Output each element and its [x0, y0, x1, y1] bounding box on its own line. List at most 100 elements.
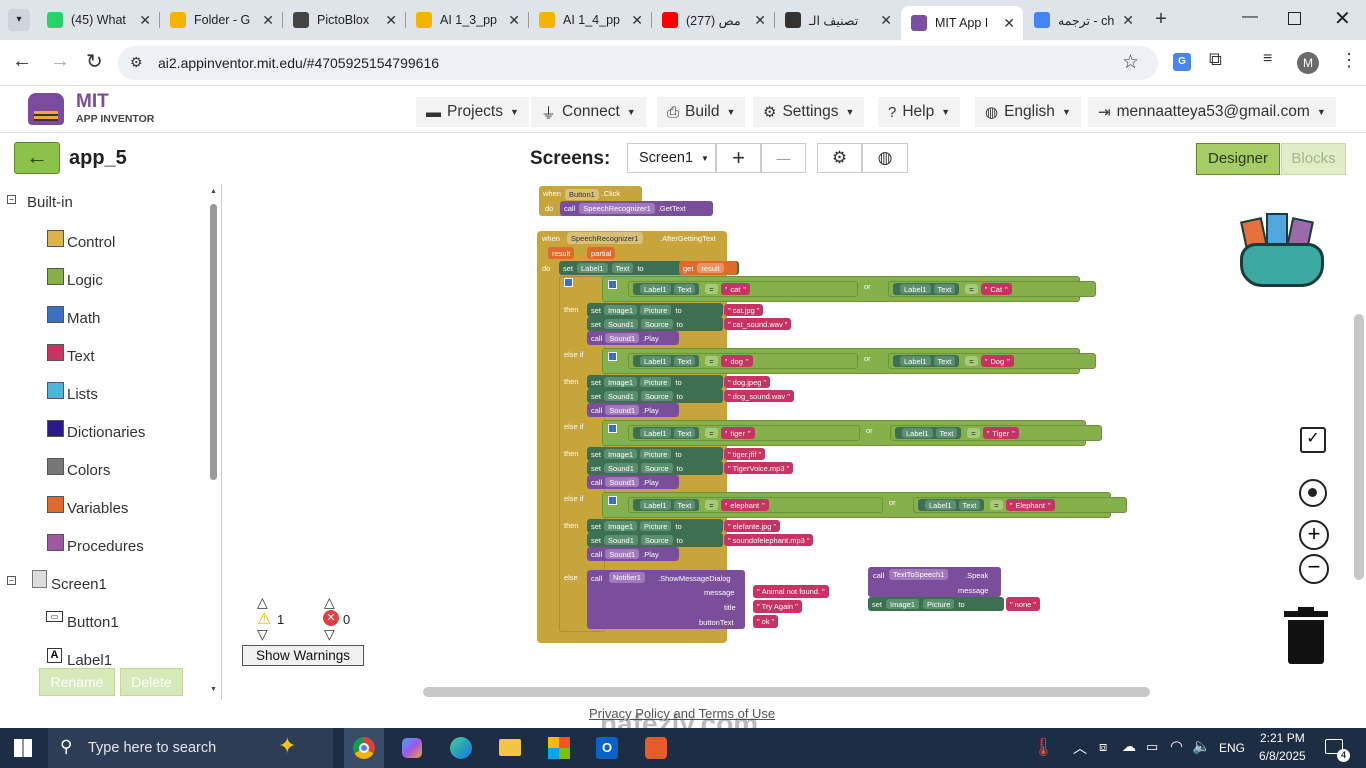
button-text[interactable]: " ok " [753, 615, 779, 628]
profile-avatar[interactable]: M [1297, 52, 1319, 74]
cleanup-checklist-icon[interactable]: ✓ [1300, 427, 1326, 453]
label1-dropdown[interactable]: Label1 [640, 284, 671, 294]
tab-4[interactable]: AI 1_3_pp✕ [406, 6, 528, 34]
sound1-dropdown[interactable]: Sound1 [604, 391, 638, 401]
category-logic[interactable]: Logic [67, 272, 103, 289]
text-prop-dropdown[interactable]: Text [673, 500, 696, 510]
onedrive-icon[interactable]: ☁ [1122, 738, 1136, 754]
category-dictionaries[interactable]: Dictionaries [67, 424, 146, 441]
menu-folder[interactable]: ▬Projects▼ [416, 97, 529, 127]
media-control-icon[interactable]: ≡ [1263, 50, 1273, 67]
url-field[interactable]: ⚙ ai2.appinventor.mit.edu/#4705925154799… [118, 46, 1158, 80]
error-next-arrow[interactable]: ▽ [324, 626, 335, 642]
collapse-builtin-icon[interactable]: − [7, 195, 16, 204]
backpack-icon[interactable] [1238, 209, 1328, 289]
menu-gear[interactable]: ⚙Settings▼ [753, 97, 865, 127]
image1-dropdown[interactable]: Image1 [604, 449, 638, 459]
category-procedures[interactable]: Procedures [67, 538, 144, 555]
label1-dropdown[interactable]: Label1 [640, 500, 671, 510]
sound1-dropdown[interactable]: Sound1 [605, 333, 640, 343]
designer-button[interactable]: Designer [1196, 143, 1280, 175]
picture-prop-dropdown[interactable]: Picture [923, 599, 955, 609]
sound-filename[interactable]: " soundofelephant.mp3 " [724, 534, 814, 546]
param-result[interactable]: result [548, 247, 575, 259]
sound-filename[interactable]: " cat_sound.wav " [724, 318, 792, 330]
add-screen-button[interactable]: + [716, 143, 761, 173]
tab-3[interactable]: PictoBlox✕ [283, 6, 405, 34]
menu-build-box[interactable]: ⎙Build▼ [657, 97, 746, 127]
close-tab-icon[interactable]: ✕ [262, 11, 274, 28]
mit-logo[interactable]: MIT APP INVENTOR [24, 89, 174, 129]
category-variables[interactable]: Variables [67, 500, 129, 517]
category-math[interactable]: Math [67, 310, 101, 327]
picture-prop-dropdown[interactable]: Picture [640, 449, 672, 459]
translate-icon[interactable]: G [1173, 53, 1191, 71]
equals-dropdown[interactable]: = [965, 356, 978, 366]
text-prop-dropdown[interactable]: Text [611, 263, 634, 273]
palette-scroll-thumb[interactable] [210, 204, 217, 480]
chrome-taskbar-icon[interactable] [344, 728, 384, 768]
label1-dropdown[interactable]: Label1 [925, 500, 956, 510]
error-prev-arrow[interactable]: △ [324, 594, 335, 610]
store-taskbar-icon[interactable] [548, 737, 570, 759]
screen-selector[interactable]: Screen1 ▼ [627, 143, 716, 173]
image1-dropdown[interactable]: Image1 [604, 305, 638, 315]
category-control[interactable]: Control [67, 234, 116, 251]
mutator-icon[interactable] [608, 496, 617, 505]
bookmark-star-icon[interactable]: ☆ [1122, 52, 1140, 73]
recenter-target-icon[interactable] [1299, 479, 1327, 507]
image1-dropdown[interactable]: Image1 [604, 521, 638, 531]
image1-dropdown[interactable]: Image1 [886, 599, 920, 609]
app-taskbar-icon[interactable] [645, 737, 667, 759]
blocks-button[interactable]: Blocks [1281, 143, 1346, 175]
project-properties-button[interactable]: ⚙ [817, 143, 862, 173]
site-info-icon[interactable]: ⚙ [130, 54, 143, 70]
language-indicator[interactable]: ENG [1219, 741, 1246, 755]
tree-screen1[interactable]: Screen1 [51, 576, 107, 593]
mutator-icon[interactable] [608, 280, 617, 289]
menu-globe[interactable]: ◍English▼ [975, 97, 1081, 127]
menu-help[interactable]: ?Help▼ [878, 97, 961, 127]
param-partial[interactable]: partial [587, 247, 616, 259]
remove-screen-button[interactable]: — [761, 143, 806, 173]
label1-dropdown[interactable]: Label1 [577, 263, 608, 273]
equals-dropdown[interactable]: = [965, 284, 978, 294]
text-prop-dropdown[interactable]: Text [673, 284, 696, 294]
get-result[interactable]: get result [679, 261, 737, 275]
close-tab-icon[interactable]: ✕ [139, 11, 151, 28]
mutator-icon[interactable] [608, 352, 617, 361]
text-literal[interactable]: " cat " [720, 283, 751, 295]
close-tab-icon[interactable]: ✕ [508, 11, 520, 28]
sound1-dropdown[interactable]: Sound1 [604, 535, 638, 545]
battery-icon[interactable]: ▭ [1146, 739, 1159, 754]
wifi-icon[interactable]: ◠ [1170, 738, 1184, 755]
back-icon[interactable]: ← [12, 50, 32, 72]
warning-next-arrow[interactable]: ▽ [257, 626, 268, 642]
back-to-projects-button[interactable]: ← [14, 142, 60, 174]
close-tab-icon[interactable]: ✕ [880, 11, 892, 28]
tab-2[interactable]: Folder - G✕ [160, 6, 282, 34]
category-lists[interactable]: Lists [67, 386, 98, 403]
tab-8[interactable]: MIT App I✕ [901, 6, 1023, 40]
close-window-button[interactable]: ✕ [1334, 8, 1351, 30]
reload-icon[interactable]: ↻ [86, 51, 103, 73]
sound1-dropdown[interactable]: Sound1 [604, 463, 638, 473]
text-literal[interactable]: " dog " [720, 355, 753, 367]
taskbar-search-field[interactable]: ⚲ Type here to search ✦ [48, 728, 333, 768]
notification-center-icon[interactable] [1325, 739, 1343, 754]
tab-9[interactable]: ترجمه - ch✕ [1024, 6, 1142, 34]
tree-label1[interactable]: Label1 [67, 652, 113, 669]
